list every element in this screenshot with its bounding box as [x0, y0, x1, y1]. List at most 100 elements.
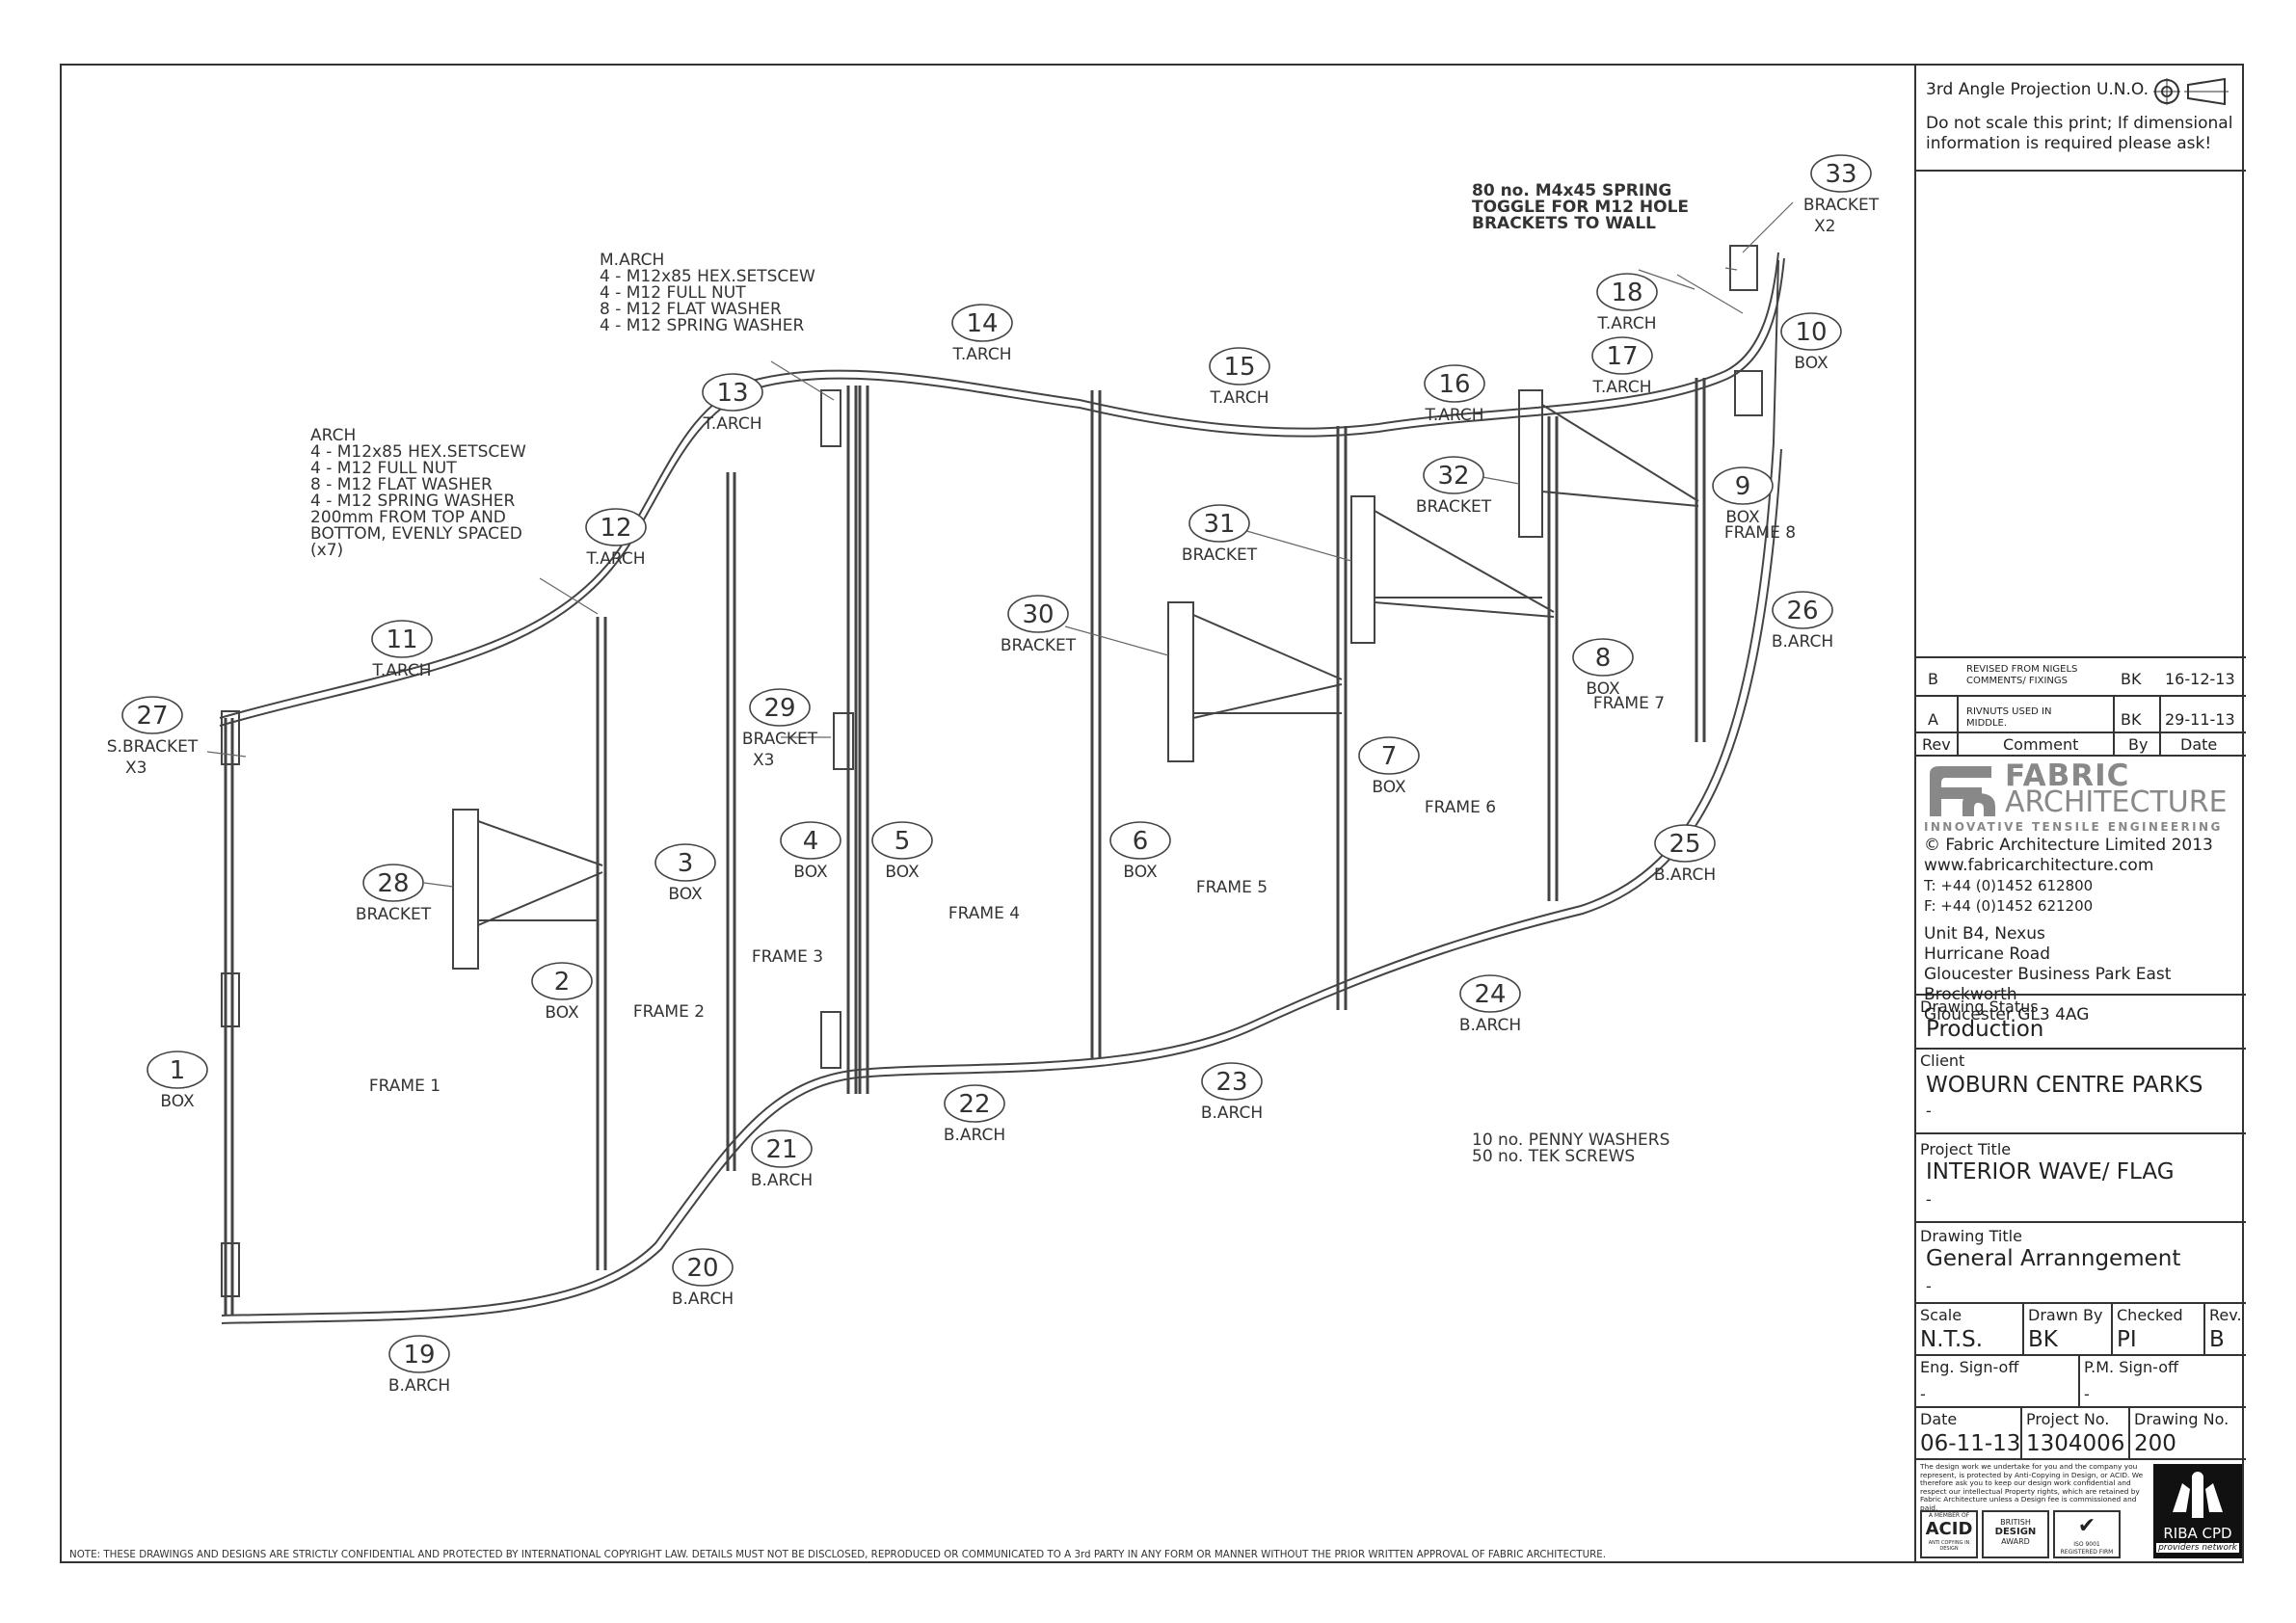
callouts: 1BOX2BOX3BOX4BOX5BOX6BOX7BOX8BOX9BOX10BO…: [107, 154, 1880, 1396]
company-contact: © Fabric Architecture Limited 2013 www.f…: [1924, 836, 2213, 1025]
callout-label: BOX: [545, 1003, 579, 1023]
callout-number: 32: [1437, 462, 1469, 491]
callout-number: 7: [1381, 742, 1398, 771]
checked-label: Checked: [2117, 1306, 2183, 1324]
callout-number: 27: [136, 702, 168, 731]
callout-22: 22B.ARCH: [944, 1084, 1005, 1145]
drawing-sheet: [60, 64, 2244, 1563]
drawing-title-sub: -: [1926, 1277, 1932, 1295]
callout-bubble: [1358, 736, 1420, 775]
callout-label: T.ARCH: [585, 549, 645, 569]
callout-17: 17T.ARCH: [1591, 336, 1653, 397]
callout-number: 6: [1133, 827, 1149, 856]
callout-bubble: [1596, 273, 1658, 311]
legal-text: The design work we undertake for you and…: [1920, 1462, 2144, 1512]
callout-number: 28: [377, 869, 409, 898]
callout-number: 14: [966, 309, 998, 338]
rev-by: BK: [2121, 710, 2142, 729]
pm-signoff-label: P.M. Sign-off: [2084, 1358, 2178, 1376]
projection-text: 3rd Angle Projection U.N.O.: [1926, 80, 2149, 99]
callout-bubble: [147, 1051, 208, 1089]
callout-bubble: [1424, 364, 1485, 403]
client-sub: -: [1926, 1102, 1932, 1120]
callout-bubble: [1810, 154, 1872, 193]
callout-label: B.ARCH: [751, 1171, 813, 1190]
eng-signoff-value: -: [1920, 1385, 1926, 1403]
footer-note: NOTE: THESE DRAWINGS AND DESIGNS ARE STR…: [69, 1549, 1606, 1560]
callout-26: 26B.ARCH: [1772, 591, 1833, 652]
callout-label: B.ARCH: [1459, 1016, 1521, 1035]
callout-bubble: [1572, 638, 1634, 677]
rev-date: 29-11-13: [2165, 710, 2235, 729]
logo-tagline: INNOVATIVE TENSILE ENGINEERING: [1924, 820, 2223, 834]
project-title-label: Project Title: [1920, 1140, 2012, 1158]
frame-label: FRAME 1: [369, 1077, 441, 1096]
project-title: Project Title INTERIOR WAVE/ FLAG -: [1916, 1134, 2246, 1223]
callout-quantity: X2: [1814, 217, 1835, 236]
note-line: ARCH: [310, 426, 356, 445]
callout-label: BOX: [160, 1092, 195, 1111]
callout-label: S.BRACKET: [107, 737, 199, 757]
projection-symbol-icon: [2153, 77, 2229, 106]
callout-bubble: [780, 821, 841, 860]
callout-bubble: [1591, 336, 1653, 375]
callout-number: 15: [1223, 353, 1255, 382]
callout-bubble: [388, 1335, 450, 1373]
note-line: 4 - M12 SPRING WASHER: [310, 492, 515, 511]
note-line: 4 - M12 FULL NUT: [600, 283, 746, 303]
callout-13: 13T.ARCH: [702, 373, 763, 434]
callout-bubble: [654, 843, 716, 882]
callout-12: 12T.ARCH: [585, 508, 647, 569]
callout-number: 9: [1735, 472, 1751, 501]
callout-number: 21: [765, 1135, 797, 1164]
callout-bubble: [585, 508, 647, 546]
callout-bubble: [751, 1130, 813, 1168]
callout-label: BRACKET: [1416, 497, 1492, 517]
drawn-by-value: BK: [2028, 1327, 2058, 1352]
callout-label: BOX: [1123, 863, 1158, 882]
callout-16: 16T.ARCH: [1424, 364, 1485, 425]
date-row: Date 06-11-13 Project No. 1304006 Drawin…: [1916, 1408, 2246, 1460]
callout-number: 3: [678, 849, 694, 878]
callout-label: T.ARCH: [1424, 406, 1483, 425]
note-line: 4 - M12 SPRING WASHER: [600, 316, 804, 335]
drawing-status: Drawing Status Production: [1916, 996, 2246, 1050]
title-block: 3rd Angle Projection U.N.O. Do not scale…: [1914, 64, 2246, 1563]
callout-label: B.ARCH: [1201, 1104, 1263, 1123]
fax: F: +44 (0)1452 621200: [1924, 897, 2094, 915]
copyright-text: © Fabric Architecture Limited 2013: [1924, 836, 2213, 855]
note-line: 10 no. PENNY WASHERS: [1472, 1131, 1669, 1150]
callout-label: B.ARCH: [1772, 632, 1833, 652]
callout-label: BOX: [668, 885, 703, 904]
callout-label: BOX: [1586, 679, 1620, 699]
callout-number: 13: [716, 379, 748, 408]
callout-number: 2: [554, 968, 571, 997]
logo-line1: FABRIC: [2005, 758, 2130, 793]
callout-label: T.ARCH: [1596, 314, 1656, 333]
callout-number: 10: [1795, 318, 1827, 347]
callout-number: 18: [1611, 279, 1642, 307]
website-link[interactable]: www.fabricarchitecture.com: [1924, 856, 2154, 875]
address-line: Gloucester GL3 4AG: [1924, 1005, 2090, 1024]
client: Client WOBURN CENTRE PARKS -: [1916, 1050, 2246, 1134]
client-value: WOBURN CENTRE PARKS: [1926, 1073, 2203, 1098]
frame-label: FRAME 2: [633, 1002, 705, 1022]
callout-label: BOX: [1372, 778, 1406, 797]
british-design-award-badge: BRITISH DESIGN AWARD: [1982, 1510, 2049, 1558]
scale-label: Scale: [1920, 1306, 1962, 1324]
scale-value: N.T.S.: [1920, 1327, 1984, 1352]
callout-bubble: [749, 688, 811, 727]
callout-number: 20: [686, 1254, 718, 1283]
callout-11: 11T.ARCH: [371, 620, 433, 680]
note-line: BRACKETS TO WALL: [1472, 214, 1656, 233]
callout-bubble: [121, 696, 183, 734]
callout-23: 23B.ARCH: [1201, 1062, 1263, 1123]
